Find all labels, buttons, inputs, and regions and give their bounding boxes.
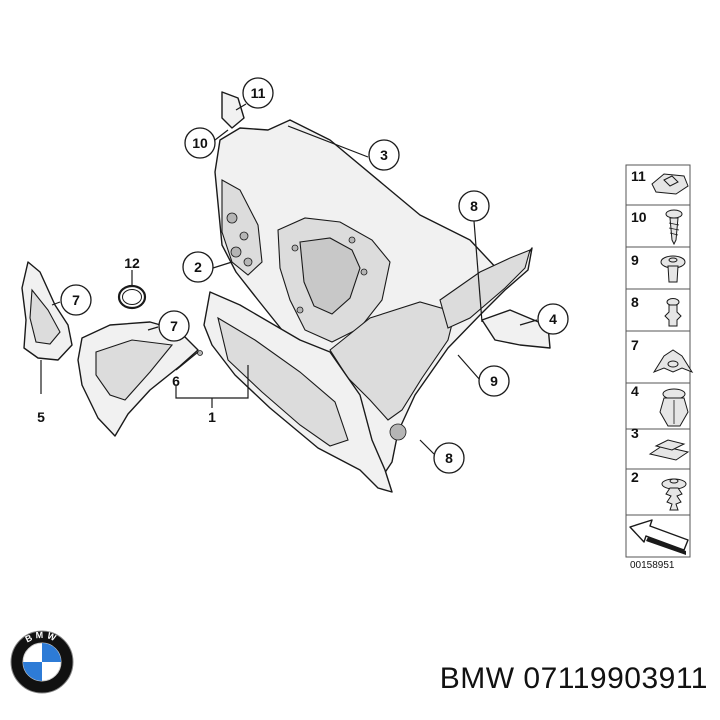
label-5: 5 [37,409,45,425]
callout-2: 2 [182,251,214,283]
svg-text:2: 2 [631,469,639,485]
svg-text:3: 3 [380,147,388,163]
svg-text:4: 4 [631,383,639,399]
svg-text:2: 2 [194,259,202,275]
corner-trim [77,321,203,437]
svg-text:10: 10 [631,209,647,225]
small-trim [21,261,73,361]
svg-text:10: 10 [192,135,208,151]
callout-11: 11 [242,77,274,109]
svg-text:11: 11 [631,168,646,184]
bmw-logo: BMW [10,630,74,694]
callout-4: 4 [537,303,569,335]
callout-8-lower: 8 [433,442,465,474]
svg-text:7: 7 [72,292,80,308]
svg-text:8: 8 [631,294,639,310]
svg-text:8: 8 [470,198,478,214]
leader-lines [40,103,538,455]
callout-7-middle: 7 [158,310,190,342]
screw-icon [665,209,683,246]
expanding-clip-icon [659,388,689,427]
callout-10: 10 [184,127,216,159]
side-trim-panel [214,91,551,481]
fir-tree-clip-icon [661,478,687,511]
flat-clip-icon [651,173,689,195]
svg-text:8: 8 [445,450,453,466]
label-12: 12 [124,255,140,271]
spring-clip-icon [648,439,690,461]
svg-text:BMW: BMW [24,630,61,644]
direction-arrow-icon [629,519,689,555]
o-ring [117,284,147,310]
lower-trim-panel [203,291,393,493]
diagram-code: 00158951 [630,560,675,571]
push-rivet-icon [660,255,686,283]
callout-9: 9 [478,365,510,397]
callout-8-upper: 8 [458,190,490,222]
fastener-legend: 11 10 9 8 7 [625,164,694,571]
svg-text:11: 11 [251,85,266,101]
svg-text:7: 7 [631,337,639,353]
svg-text:7: 7 [170,318,178,334]
svg-text:9: 9 [490,373,498,389]
svg-text:9: 9 [631,252,639,268]
callout-3: 3 [368,139,400,171]
part-number: BMW 07119903911 [439,662,708,695]
label-1: 1 [208,409,216,425]
label-6: 6 [172,373,180,389]
star-nut-icon [652,349,694,374]
callout-7-left: 7 [60,284,92,316]
svg-text:3: 3 [631,425,639,441]
expanding-rivet-icon [664,298,682,327]
svg-text:4: 4 [549,311,557,327]
